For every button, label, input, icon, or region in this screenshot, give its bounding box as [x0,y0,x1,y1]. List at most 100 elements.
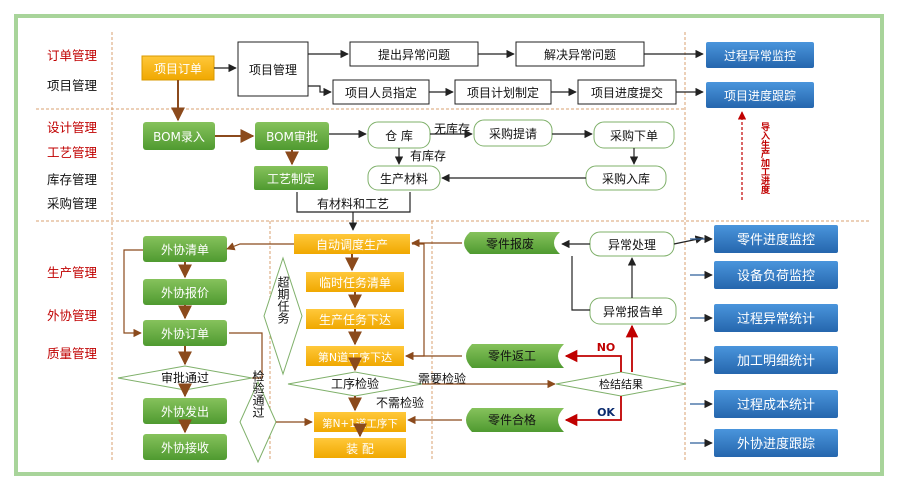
auto-schedule-text: 自动调度生产 [316,237,388,252]
project-mgmt-box [237,41,309,97]
materials-process-text: 有材料和工艺 [317,197,389,211]
solve-issue-text: 解决异常问题 [544,48,616,62]
process-cost-stats-text: 过程成本统计 [737,398,815,413]
label-production: 生产管理 [47,265,98,280]
project-progress-track-box [706,82,814,108]
part-progress-monitor-box [714,225,838,253]
solve-issue-box [515,41,645,67]
outsource-send-box [143,398,227,424]
part-rework-shape [466,344,564,368]
outsource-order-text: 外协订单 [161,326,209,341]
plan-box [454,79,552,105]
left-labels: 订单管理 项目管理 设计管理 工艺管理 库存管理 采购管理 生产管理 外协管理 … [47,48,98,361]
assign-staff-box [332,79,430,105]
no-inspect-text: 不需检验 [376,395,424,410]
part-progress-monitor-text: 零件进度监控 [737,232,815,248]
bom-review-text: BOM审批 [266,129,318,144]
exception-report-box [589,297,677,325]
need-inspect-text: 需要检验 [418,371,466,386]
exception-report-text: 异常报告单 [603,304,663,319]
part-scrap-text: 零件报废 [486,236,534,251]
review-pass-text: 审批通过 [161,370,209,385]
outsource-list-text: 外协清单 [161,242,209,257]
label-inventory: 库存管理 [47,172,98,187]
label-design: 设计管理 [47,120,98,135]
inspect-pass-diamond [239,380,277,464]
next-process-text: 第N+1道工序下 [322,417,398,430]
assembly-box [314,438,406,458]
section-dividers [36,32,870,460]
production-section: 外协清单 外协报价 外协订单 审批通过 外协发出 外协接收 超期任务 检验通过 … [117,231,704,464]
label-project: 项目管理 [47,78,98,93]
assign-staff-text: 项目人员指定 [345,85,417,100]
purchase-request-box [473,119,553,147]
process-design-box [254,166,328,190]
production-material-text: 生产材料 [380,172,428,186]
no-label: NO [597,341,616,354]
process-design-text: 工艺制定 [267,171,315,186]
warehouse-text: 仓 库 [385,128,413,143]
nth-process-box [306,346,404,366]
design-section: BOM录入 BOM审批 仓 库 无库存 采购提请 采购下单 有库存 工艺制定 生… [143,119,675,231]
temp-tasks-box [306,272,404,292]
right-column: 过程异常监控 项目进度跟踪 导入生产加工进度 零件进度监控 设备负荷监控 过程异… [690,42,838,457]
ok-label: OK [597,406,615,419]
process-exception-stats-box [714,304,838,332]
release-tasks-text: 生产任务下达 [319,312,391,327]
outsource-progress-track-text: 外协进度跟踪 [737,436,815,452]
purchase-inbound-text: 采购入库 [602,171,650,186]
label-outsource: 外协管理 [47,308,98,323]
inspect-result-text: 检结结果 [599,377,643,391]
equipment-load-monitor-text: 设备负荷监控 [737,268,815,284]
raise-issue-box [349,41,479,67]
overdue-text: 超期任务 [276,275,290,324]
project-mgmt-text: 项目管理 [249,62,297,77]
raise-issue-text: 提出异常问题 [378,47,450,62]
bom-entry-box [143,122,215,150]
process-exception-stats-text: 过程异常统计 [737,312,815,327]
progress-submit-text: 项目进度提交 [591,85,663,100]
label-process: 工艺管理 [47,145,98,160]
purchase-order-text: 采购下单 [610,128,658,143]
outsource-receive-box [143,434,227,460]
process-exception-monitor-text: 过程异常监控 [724,48,796,63]
assembly-text: 装 配 [346,442,374,456]
project-order-text: 项目订单 [154,62,202,76]
next-process-box [314,412,406,432]
exception-handle-text: 异常处理 [608,238,656,252]
part-qualified-text: 零件合格 [488,412,536,427]
outsource-receive-text: 外协接收 [161,440,209,455]
label-purchase: 采购管理 [47,196,98,211]
machining-detail-stats-box [714,346,838,374]
bom-review-box [255,122,329,150]
machining-detail-stats-text: 加工明细统计 [737,354,815,369]
top-section: 项目订单 项目管理 提出异常问题 解决异常问题 项目人员指定 项目计划制定 项目… [141,41,704,122]
outsource-quote-box [143,279,227,305]
inspect-result-diamond [555,371,687,397]
outsource-send-text: 外协发出 [161,404,209,419]
outsource-progress-track-box [714,429,838,457]
process-inspect-text: 工序检验 [331,376,379,391]
outsource-quote-text: 外协报价 [161,285,209,300]
part-rework-text: 零件返工 [488,349,536,363]
release-tasks-box [306,309,404,329]
purchase-request-text: 采购提请 [489,126,537,141]
temp-tasks-text: 临时任务清单 [319,275,391,290]
process-exception-monitor-box [706,42,814,68]
equipment-load-monitor-box [714,261,838,289]
auto-schedule-box [294,234,410,254]
plan-text: 项目计划制定 [467,85,539,100]
outsource-order-box [143,320,227,346]
nth-process-text: 第N道工序下达 [318,350,392,364]
part-scrap-shape [464,232,560,254]
label-quality: 质量管理 [47,346,98,361]
import-note-text: 导入生产加工进度 [759,122,771,195]
production-material-box [367,165,441,191]
process-cost-stats-box [714,390,838,418]
label-order: 订单管理 [47,48,98,63]
inspect-pass-text: 检验通过 [251,369,265,418]
bom-entry-text: BOM录入 [153,130,205,144]
outsource-list-box [143,236,227,262]
part-qualified-shape [466,408,564,432]
